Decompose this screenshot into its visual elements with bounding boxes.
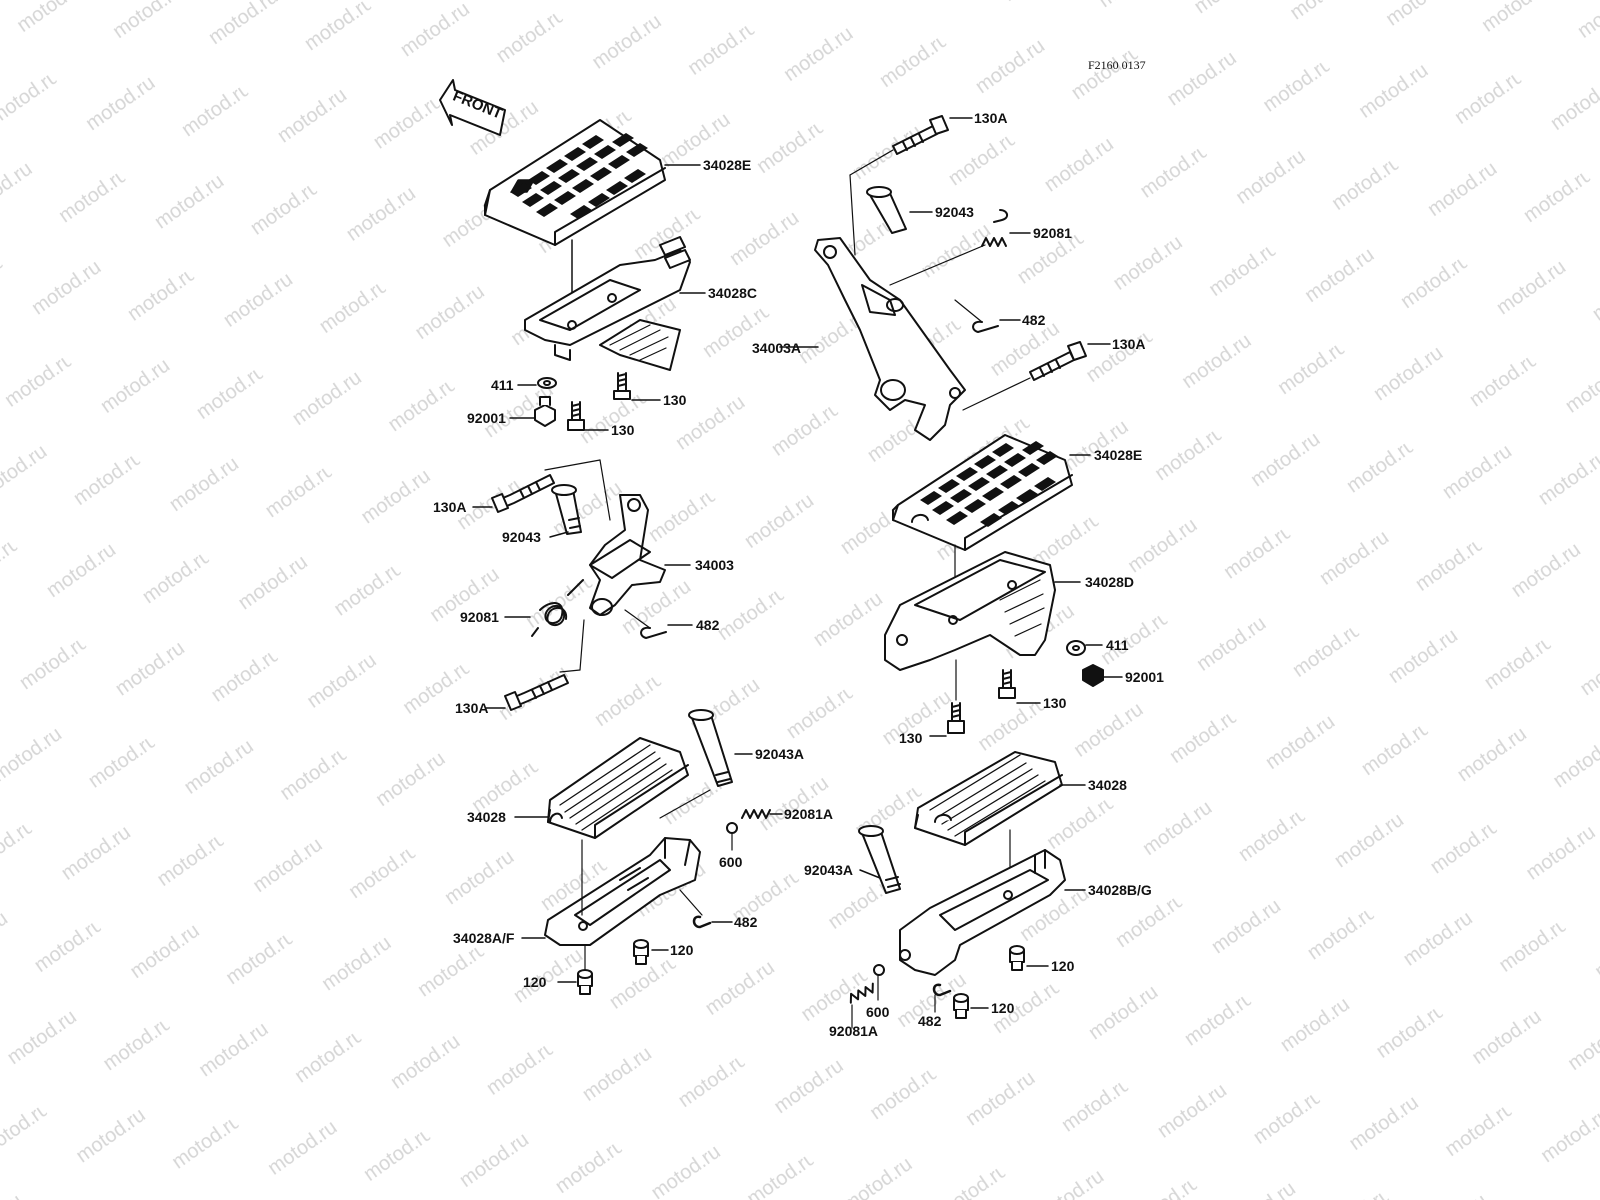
part-label-92043: 92043	[502, 529, 541, 545]
bolt-130-left-a	[613, 372, 631, 400]
step-bracket-34003A	[814, 237, 966, 441]
part-label-482: 482	[1022, 312, 1046, 328]
part-label-120: 120	[991, 1000, 1015, 1016]
bolt-120-right-a	[1009, 945, 1025, 971]
part-label-92001: 92001	[1125, 669, 1164, 685]
bolt-120-right-b	[953, 993, 969, 1019]
part-label-34003: 34003	[695, 557, 734, 573]
footpeg-bracket-34028BG	[899, 849, 1066, 976]
part-label-92081: 92081	[460, 609, 499, 625]
clip-482-right	[972, 320, 999, 333]
footpeg-bracket-34028AF	[544, 837, 701, 946]
footpeg-bracket-34028D	[884, 551, 1056, 671]
part-label-92081: 92081	[1033, 225, 1072, 241]
part-label-130A: 130A	[455, 700, 489, 716]
part-label-130A: 130A	[433, 499, 467, 515]
clip-482-right-lower	[932, 983, 952, 997]
part-label-34028: 34028	[467, 809, 506, 825]
pin-92043A-left	[688, 709, 733, 787]
part-label-34028E: 34028E	[703, 157, 752, 173]
footpeg-bracket-34028C	[524, 236, 691, 371]
bolt-130-right-b	[947, 702, 965, 734]
spring-92081A-right	[849, 982, 874, 1004]
part-label-34028D: 34028D	[1085, 574, 1135, 590]
part-label-482: 482	[918, 1013, 942, 1029]
bolt-130A-left-lower	[504, 674, 569, 711]
part-label-120: 120	[670, 942, 694, 958]
bolt-130A-right-upper	[892, 115, 949, 155]
part-label-34028: 34028	[1088, 777, 1127, 793]
part-label-92043: 92043	[935, 204, 974, 220]
footpeg-rubber-34028E-left	[484, 119, 666, 246]
bolt-130-left-b	[567, 401, 585, 431]
bolt-130A-right-lower	[1029, 341, 1087, 381]
spring-92081A-left	[741, 809, 771, 819]
cap-nut-92001-left	[534, 396, 556, 427]
part-label-34028A-F: 34028A/F	[453, 930, 515, 946]
cap-nut-92001-right	[1082, 664, 1104, 687]
diagram-code: F2160 0137	[1088, 58, 1146, 72]
part-label-411: 411	[491, 377, 514, 393]
part-label-130: 130	[663, 392, 687, 408]
part-label-34003A: 34003A	[752, 340, 802, 356]
part-label-120: 120	[1051, 958, 1075, 974]
ball-600-left	[726, 822, 738, 834]
bolt-130A-left-upper	[491, 474, 555, 513]
part-label-120: 120	[523, 974, 547, 990]
part-label-92043A: 92043A	[804, 862, 854, 878]
part-label-130A: 130A	[974, 110, 1008, 126]
part-label-34028E: 34028E	[1094, 447, 1143, 463]
part-label-130: 130	[1043, 695, 1067, 711]
bolt-120-left-a	[633, 939, 649, 965]
part-label-34028B-G: 34028B/G	[1088, 882, 1152, 898]
part-label-34028C: 34028C	[708, 285, 758, 301]
part-label-130: 130	[899, 730, 923, 746]
ball-600-right	[873, 964, 885, 976]
part-label-92001: 92001	[467, 410, 506, 426]
clip-482-left	[640, 626, 667, 639]
part-label-411: 411	[1106, 637, 1129, 653]
footpeg-rubber-34028-left	[547, 737, 689, 839]
bolt-130-right-a	[998, 669, 1016, 699]
part-label-130: 130	[611, 422, 635, 438]
pin-92043-left	[551, 484, 582, 535]
part-label-92081A: 92081A	[784, 806, 834, 822]
spring-92081-right	[981, 209, 1008, 247]
part-label-600: 600	[719, 854, 743, 870]
spring-92081-left	[531, 579, 584, 637]
footpeg-rubber-34028E-right	[892, 434, 1073, 551]
part-label-482: 482	[696, 617, 720, 633]
part-label-92081A: 92081A	[829, 1023, 879, 1039]
pin-92043-right	[866, 186, 907, 234]
washer-411-right	[1066, 640, 1086, 656]
part-label-482: 482	[734, 914, 758, 930]
part-label-92043A: 92043A	[755, 746, 805, 762]
step-bracket-34003	[589, 494, 666, 616]
part-label-600: 600	[866, 1004, 890, 1020]
clip-482-left-lower	[692, 915, 712, 929]
pin-92043A-right	[858, 825, 901, 894]
part-label-130A: 130A	[1112, 336, 1146, 352]
bolt-120-left-b	[577, 969, 593, 995]
washer-411-left	[537, 377, 557, 389]
